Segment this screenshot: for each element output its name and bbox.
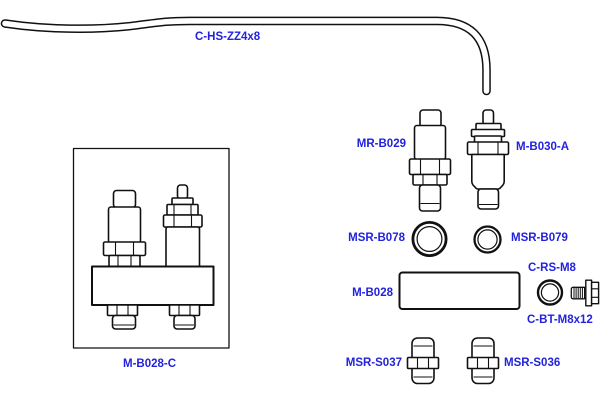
plate-m-b028-drawing xyxy=(398,271,521,310)
oring-msr-b078-drawing xyxy=(411,220,448,257)
ring-c-rs-m8-drawing xyxy=(536,279,564,306)
label-oring-msr-b078[interactable]: MSR-B078 xyxy=(348,232,405,244)
fitting-msr-s036-drawing xyxy=(466,337,500,385)
fitting-msr-s037-drawing xyxy=(406,337,440,385)
label-oring-msr-b079[interactable]: MSR-B079 xyxy=(511,232,568,244)
valve-m-b030-a-drawing xyxy=(466,109,510,210)
label-hose[interactable]: C-HS-ZZ4x8 xyxy=(195,31,261,43)
assembly-box-frame xyxy=(72,147,230,349)
assembly-m-b028-c-drawing xyxy=(72,147,230,349)
label-fitting-msr-s037[interactable]: MSR-S037 xyxy=(345,357,402,369)
valve-mr-b029-drawing xyxy=(408,109,452,212)
label-bolt-c-bt-m8x12[interactable]: C-BT-M8x12 xyxy=(527,314,593,326)
oring-msr-b079-drawing xyxy=(473,225,502,254)
label-ring-c-rs-m8[interactable]: C-RS-M8 xyxy=(528,262,576,274)
bolt-c-bt-m8x12-drawing xyxy=(570,279,600,307)
label-plate-m-b028[interactable]: M-B028 xyxy=(352,287,393,299)
hose-drawing xyxy=(0,16,491,96)
label-valve-mr-b029[interactable]: MR-B029 xyxy=(356,138,406,150)
label-fitting-msr-s036[interactable]: MSR-S036 xyxy=(504,357,561,369)
label-valve-m-b030-a[interactable]: M-B030-A xyxy=(516,141,570,153)
label-assembly-m-b028-c[interactable]: M-B028-C xyxy=(123,358,177,370)
